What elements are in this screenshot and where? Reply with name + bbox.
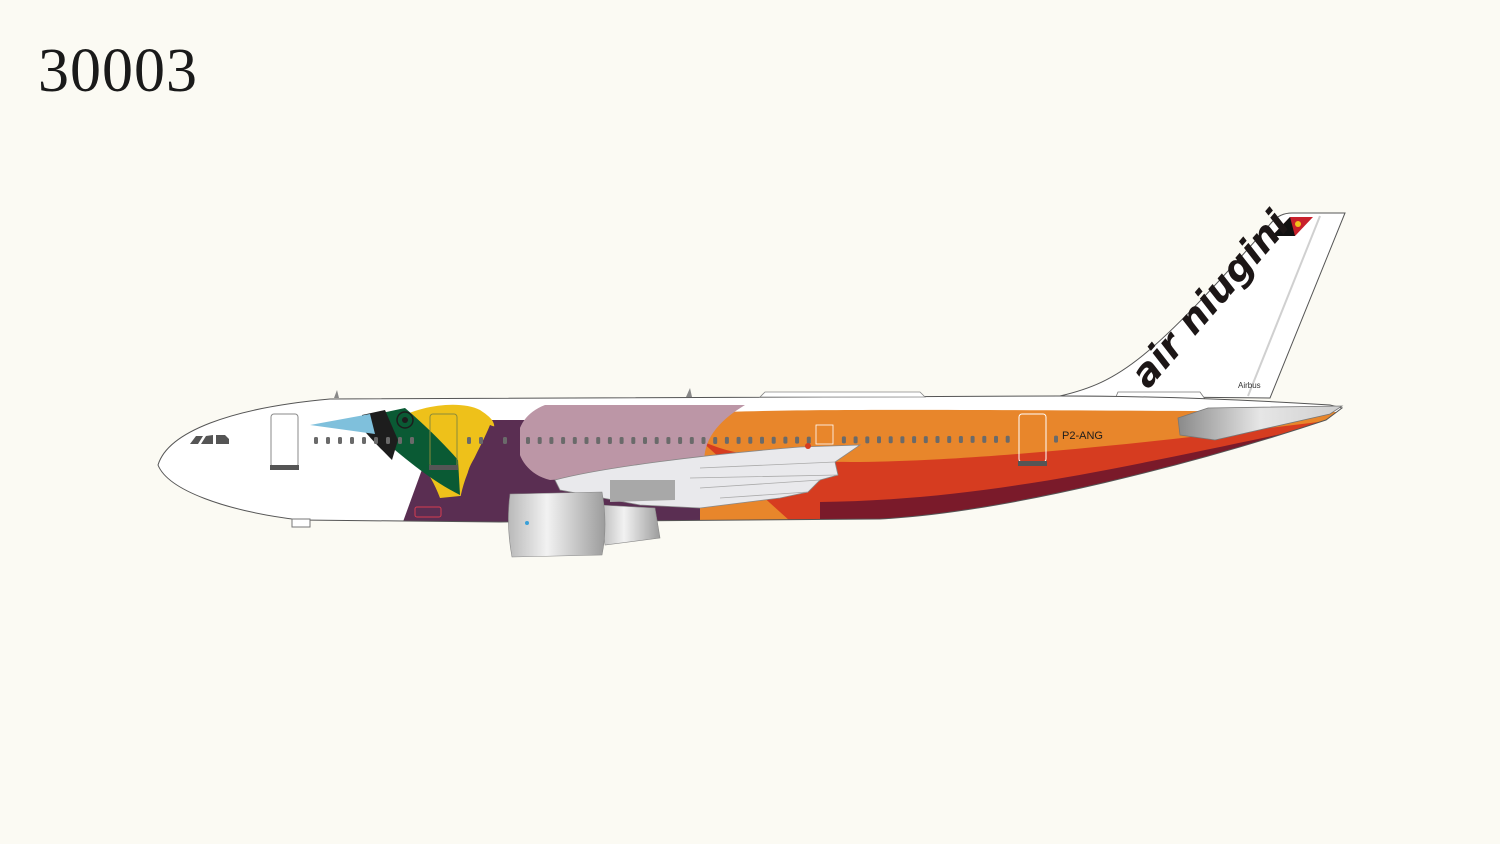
registration-mark: P2-ANG bbox=[1062, 430, 1103, 442]
cabin-window bbox=[795, 436, 800, 444]
cabin-window bbox=[607, 437, 612, 444]
wing bbox=[554, 443, 862, 509]
cabin-window bbox=[654, 437, 659, 444]
cabin-window bbox=[701, 436, 706, 444]
model-number: 30003 bbox=[38, 37, 198, 105]
cockpit-windows bbox=[190, 435, 229, 444]
cabin-window bbox=[678, 437, 683, 444]
cabin-window bbox=[689, 437, 694, 444]
cabin-window bbox=[736, 436, 741, 444]
cabin-window bbox=[503, 437, 507, 444]
cabin-window bbox=[549, 437, 554, 444]
cabin-window bbox=[374, 437, 378, 444]
horizontal-stabilizer bbox=[1177, 405, 1344, 441]
cabin-window bbox=[619, 437, 624, 444]
manufacturer-mark: Airbus bbox=[1238, 381, 1261, 390]
png-flag-icon bbox=[1272, 217, 1313, 236]
cabin-window bbox=[596, 437, 601, 444]
cabin-window bbox=[970, 435, 975, 443]
cabin-window bbox=[643, 437, 647, 444]
cabin-window bbox=[350, 437, 354, 444]
cabin-window bbox=[1054, 435, 1058, 443]
cabin-window bbox=[386, 437, 390, 444]
cabin-window bbox=[410, 437, 414, 444]
cabin-window bbox=[362, 437, 366, 444]
cabin-window bbox=[724, 436, 729, 444]
cabin-window bbox=[666, 437, 671, 444]
cabin-window bbox=[783, 436, 788, 444]
cabin-window bbox=[865, 436, 870, 444]
cabin-window bbox=[912, 436, 917, 444]
cabin-window bbox=[806, 436, 811, 444]
cabin-window bbox=[584, 437, 589, 444]
door bbox=[815, 424, 834, 445]
cabin-window bbox=[982, 435, 987, 443]
cabin-window bbox=[877, 436, 881, 444]
cabin-window bbox=[631, 437, 636, 444]
cabin-window bbox=[561, 437, 566, 444]
engine bbox=[508, 491, 661, 558]
cabin-window bbox=[467, 437, 471, 444]
door bbox=[270, 413, 299, 468]
cabin-window bbox=[841, 436, 846, 444]
cabin-window bbox=[526, 437, 530, 444]
cabin-windows bbox=[314, 435, 1058, 444]
cabin-window bbox=[771, 436, 776, 444]
cabin-window bbox=[713, 436, 718, 444]
cabin-window bbox=[888, 436, 893, 444]
cabin-window bbox=[748, 436, 753, 444]
cabin-window bbox=[760, 436, 764, 444]
cabin-window bbox=[1005, 435, 1010, 443]
cabin-window bbox=[935, 436, 940, 444]
cabin-window bbox=[853, 436, 858, 444]
cabin-window bbox=[479, 437, 483, 444]
cabin-window bbox=[537, 437, 542, 444]
cabin-window bbox=[947, 436, 952, 444]
cabin-window bbox=[994, 435, 998, 443]
cabin-window bbox=[398, 437, 402, 444]
cabin-window bbox=[900, 436, 905, 444]
cabin-window bbox=[326, 437, 330, 444]
cabin-window bbox=[314, 437, 318, 444]
cabin-window bbox=[958, 435, 963, 443]
cabin-window bbox=[338, 437, 342, 444]
cabin-window bbox=[572, 437, 577, 444]
vertical-tail: air niugini Airbus bbox=[1059, 202, 1346, 400]
cabin-window bbox=[923, 436, 928, 444]
